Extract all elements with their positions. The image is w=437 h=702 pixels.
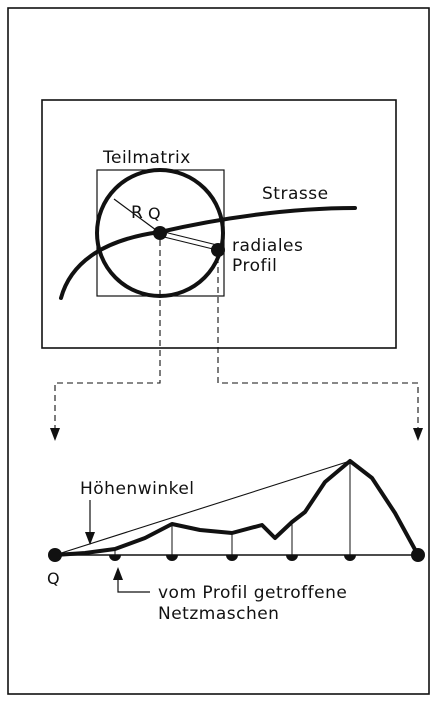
label-mesh-line1: vom Profil getroffene xyxy=(158,583,347,603)
radial-profile-line-b xyxy=(159,235,218,251)
label-radial-line1: radiales xyxy=(232,236,303,256)
mesh-point-5 xyxy=(344,555,356,561)
label-radial-line2: Profil xyxy=(232,256,277,276)
mesh-pointer-head xyxy=(113,567,123,580)
mesh-point-3 xyxy=(226,555,238,561)
label-mesh-line2: Netzmaschen xyxy=(158,604,279,624)
mesh-point-2 xyxy=(166,555,178,561)
outer-frame xyxy=(7,7,430,695)
sight-line xyxy=(54,460,351,556)
label-elevation-angle: Höhenwinkel xyxy=(80,479,195,499)
projection-left xyxy=(54,240,161,430)
mesh-pointer-line xyxy=(117,578,150,593)
profile-end-point xyxy=(211,243,225,257)
profile-start-point xyxy=(48,548,62,562)
center-point xyxy=(153,226,167,240)
label-radius: R xyxy=(131,203,143,223)
arrow-right xyxy=(413,428,423,441)
mesh-point-4 xyxy=(286,555,298,561)
terrain-profile xyxy=(54,459,420,557)
label-profile-q: Q xyxy=(47,569,60,588)
elevation-angle-arrow-head xyxy=(85,532,95,545)
profile-end-point-chart xyxy=(411,548,425,562)
label-road: Strasse xyxy=(262,184,329,204)
radial-profile-line-a xyxy=(159,230,218,246)
radius-line xyxy=(113,198,161,234)
projection-right xyxy=(217,257,419,430)
mesh-point-1 xyxy=(109,555,121,561)
label-center-q: Q xyxy=(148,204,161,223)
road-curve xyxy=(59,206,357,300)
label-submatrix: Teilmatrix xyxy=(102,148,191,168)
map-frame xyxy=(41,99,397,349)
arrow-left xyxy=(50,428,60,441)
